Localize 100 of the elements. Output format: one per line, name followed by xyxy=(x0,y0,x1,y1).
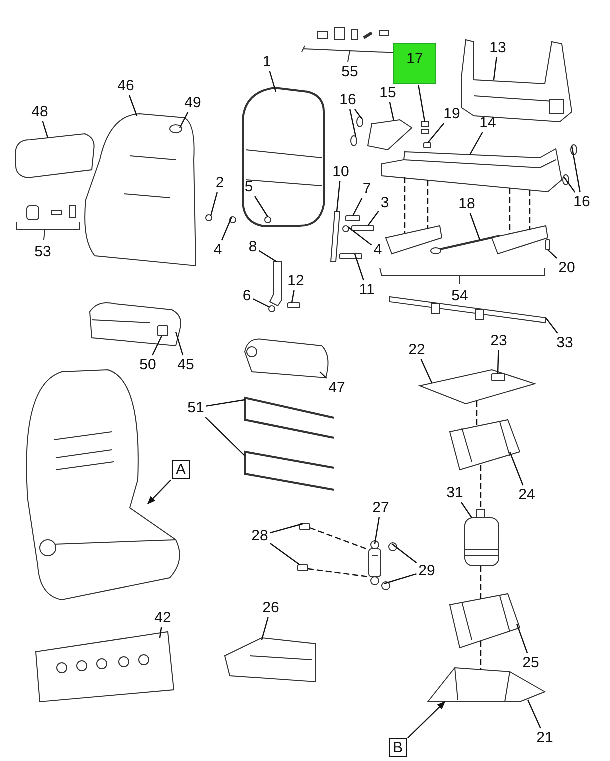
bolt-drawing xyxy=(298,564,308,572)
leader-line xyxy=(548,250,558,259)
callout-number: 46 xyxy=(116,78,136,94)
callout-number: 6 xyxy=(242,288,252,304)
callout-number: 10 xyxy=(332,164,350,180)
seat-frame-drawing xyxy=(242,87,325,227)
tray-drawing xyxy=(224,637,316,683)
nut-drawing xyxy=(422,122,430,134)
callout-number: 53 xyxy=(34,244,52,260)
leader-line xyxy=(205,417,246,456)
bolt-drawing xyxy=(300,524,310,530)
armrest-pad-drawing xyxy=(16,134,95,178)
control-panel-drawing xyxy=(35,631,175,703)
leader-line xyxy=(159,627,162,638)
callout-number: 5 xyxy=(244,178,254,196)
seat-rail-drawing xyxy=(491,225,549,255)
pin-drawing xyxy=(288,302,300,308)
callout-number: 20 xyxy=(558,260,576,276)
washer-drawing xyxy=(356,116,364,128)
leader-line xyxy=(221,216,233,241)
leader-line xyxy=(291,290,295,304)
leader-line xyxy=(354,254,364,281)
leader-line xyxy=(352,198,363,216)
alignment-line xyxy=(529,190,531,230)
leader-line xyxy=(469,132,484,156)
leader-line xyxy=(497,350,500,374)
alignment-line xyxy=(476,401,478,426)
leader-line xyxy=(269,71,277,92)
callout-number: 3 xyxy=(380,194,390,212)
leader-line xyxy=(418,85,426,122)
alignment-line xyxy=(308,568,370,578)
leader-line xyxy=(350,109,357,138)
bracket-part-drawing xyxy=(367,119,413,151)
armrest-drawing xyxy=(244,338,329,378)
washer-drawing xyxy=(350,136,358,146)
callout-number: 48 xyxy=(30,104,50,120)
leader-line xyxy=(374,517,380,544)
leader-line xyxy=(420,359,433,384)
callout-number: 50 xyxy=(138,356,158,374)
callout-number: 49 xyxy=(184,94,202,112)
leader-line xyxy=(152,336,163,356)
callout-number: 16 xyxy=(338,92,358,108)
alignment-line xyxy=(480,641,482,670)
callout-number: 15 xyxy=(378,84,398,102)
callout-number: 45 xyxy=(176,356,196,374)
scissor-bracket-drawing xyxy=(449,593,521,649)
callout-number: 55 xyxy=(340,64,360,80)
callout-number: 14 xyxy=(478,114,498,132)
callout-number: 51 xyxy=(186,400,206,416)
air-spring-drawing xyxy=(464,510,500,566)
leader-line xyxy=(354,109,362,120)
leader-line xyxy=(527,700,542,729)
leader-line xyxy=(254,196,268,218)
view-label: A xyxy=(172,460,190,480)
shock-absorber-drawing xyxy=(368,540,382,586)
callout-number: 7 xyxy=(362,180,372,198)
leader-line xyxy=(42,121,49,138)
callout-number: 19 xyxy=(442,106,462,122)
leader-line xyxy=(384,574,417,585)
callout-number: 12 xyxy=(286,272,306,290)
alignment-line xyxy=(509,188,511,234)
callout-number: 28 xyxy=(250,528,270,544)
leader-line xyxy=(175,332,184,356)
callout-number: 2 xyxy=(214,174,226,192)
bolt-drawing xyxy=(340,254,362,260)
callout-number: 18 xyxy=(458,196,476,212)
alignment-line xyxy=(310,527,370,551)
leader-line xyxy=(461,502,472,518)
callout-number: 13 xyxy=(488,40,508,56)
view-arrow xyxy=(408,701,446,739)
callout-number: 22 xyxy=(408,342,426,358)
seat-cushion-drawing xyxy=(90,302,182,346)
callout-number: 42 xyxy=(154,610,172,626)
leader-line xyxy=(258,250,278,262)
leader-line xyxy=(210,192,218,216)
plate-drawing xyxy=(330,212,341,262)
callout-number: 8 xyxy=(248,238,258,256)
leader-line xyxy=(252,298,270,308)
washer-drawing xyxy=(206,214,212,222)
washer-drawing xyxy=(342,226,350,232)
callout-number: 16 xyxy=(572,194,592,210)
leader-line xyxy=(368,211,380,226)
link-drawing xyxy=(269,262,282,307)
callout-number: 31 xyxy=(446,484,464,502)
nut-drawing xyxy=(268,306,276,312)
leader-line xyxy=(320,372,328,379)
leader-line xyxy=(546,318,558,334)
alignment-line xyxy=(404,177,406,233)
seat-rail-drawing xyxy=(385,225,443,255)
rod-drawing xyxy=(244,450,334,491)
leader-line xyxy=(516,624,528,654)
leader-line xyxy=(493,57,498,80)
scissor-bracket-drawing xyxy=(449,419,521,471)
leader-line xyxy=(389,102,395,122)
nut-drawing xyxy=(424,142,432,148)
callout-number: 47 xyxy=(328,380,346,396)
alignment-line xyxy=(480,566,482,599)
leader-line xyxy=(509,452,524,486)
callout-number: 1 xyxy=(262,54,272,70)
alignment-line xyxy=(480,465,482,510)
